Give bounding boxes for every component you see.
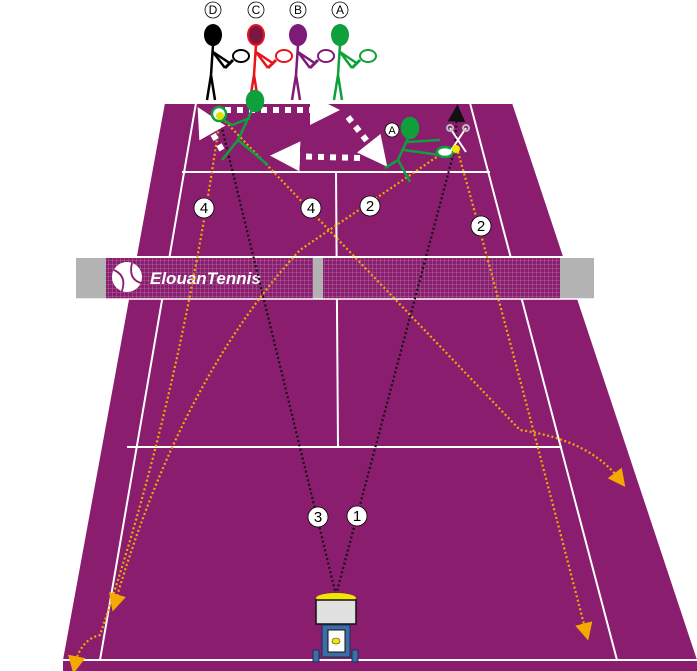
- shot-label-1: 1: [346, 505, 368, 527]
- logo-text: ElouanTennis: [150, 269, 261, 288]
- path-shot-4-line: [68, 117, 222, 671]
- net-post-right: [560, 257, 594, 299]
- racket-icon: [275, 49, 293, 63]
- svg-text:1: 1: [353, 508, 361, 525]
- ball-machine-icon: [312, 593, 359, 663]
- svg-text:4: 4: [200, 200, 208, 217]
- player-label: C: [252, 3, 261, 17]
- ball-icon: [216, 112, 224, 120]
- queue-player-a: A: [331, 1, 377, 101]
- racket-icon: [317, 49, 335, 63]
- racket-icon: [359, 49, 377, 63]
- player-label: B: [294, 3, 302, 17]
- path-shot-2-cross: [109, 151, 445, 612]
- net: ElouanTennis: [76, 256, 594, 300]
- queue-player-c: C: [247, 1, 293, 101]
- path-shot-2-line: [456, 151, 593, 641]
- racket-icon: [232, 49, 250, 63]
- player-label: A: [336, 3, 344, 17]
- tennis-ball-icon: [112, 262, 142, 292]
- queue-player-d: D: [204, 1, 250, 101]
- net-post-left: [76, 257, 106, 299]
- queue-player-b: B: [289, 1, 335, 101]
- shot-label-4: 4: [193, 197, 215, 219]
- player-a-label: A: [384, 122, 400, 138]
- player-left-court: [210, 89, 269, 166]
- ball-icon: [452, 145, 460, 153]
- shot-label-4: 4: [300, 197, 322, 219]
- svg-text:2: 2: [477, 218, 485, 235]
- racket-icon: [435, 145, 455, 159]
- player-label: D: [209, 3, 218, 17]
- shot-label-2: 2: [359, 195, 381, 217]
- svg-text:2: 2: [366, 198, 374, 215]
- shot-label-2: 2: [470, 215, 492, 237]
- svg-text:A: A: [388, 125, 396, 137]
- svg-text:3: 3: [314, 509, 322, 526]
- svg-text:4: 4: [307, 200, 315, 217]
- net-center-strap: [313, 257, 323, 299]
- shot-label-3: 3: [307, 506, 329, 528]
- court-surface: [63, 103, 697, 671]
- movement-arrows: [197, 95, 388, 172]
- player-a-court: [384, 116, 455, 183]
- court-lines: [63, 102, 697, 661]
- shot-labels: 1 2 2 3 4 4: [193, 195, 492, 528]
